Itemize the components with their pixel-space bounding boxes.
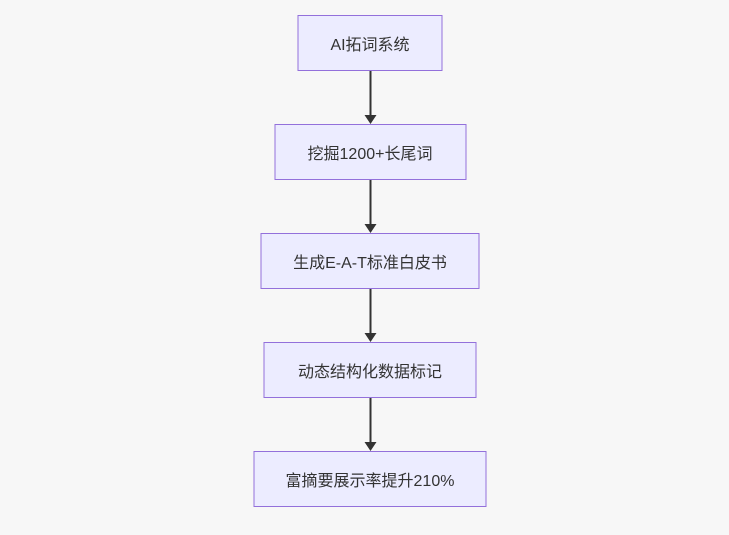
arrowhead-down-icon [364, 333, 376, 342]
node-label: 富摘要展示率提升210% [285, 473, 455, 490]
arrowhead-down-icon [364, 115, 376, 124]
flowchart-node-5: 富摘要展示率提升210% [253, 451, 487, 507]
arrow-connector-4 [364, 398, 376, 451]
flowchart-node-3: 生成E-A-T标准白皮书 [260, 233, 480, 289]
node-label: 生成E-A-T标准白皮书 [293, 255, 447, 272]
arrowhead-down-icon [364, 442, 376, 451]
node-label: 挖掘1200+长尾词 [307, 146, 433, 163]
arrow-connector-2 [364, 180, 376, 233]
flowchart-node-1: AI拓词系统 [297, 15, 443, 71]
arrow-line [369, 180, 371, 225]
flowchart: AI拓词系统 挖掘1200+长尾词 生成E-A-T标准白皮书 动态结构化数据标记… [253, 15, 487, 507]
arrow-line [369, 71, 371, 116]
flowchart-node-2: 挖掘1200+长尾词 [274, 124, 466, 180]
arrow-connector-1 [364, 71, 376, 124]
node-label: 动态结构化数据标记 [297, 364, 442, 381]
arrowhead-down-icon [364, 224, 376, 233]
flowchart-node-4: 动态结构化数据标记 [263, 342, 477, 398]
arrow-line [369, 289, 371, 334]
node-label: AI拓词系统 [330, 37, 410, 54]
arrow-connector-3 [364, 289, 376, 342]
arrow-line [369, 398, 371, 443]
